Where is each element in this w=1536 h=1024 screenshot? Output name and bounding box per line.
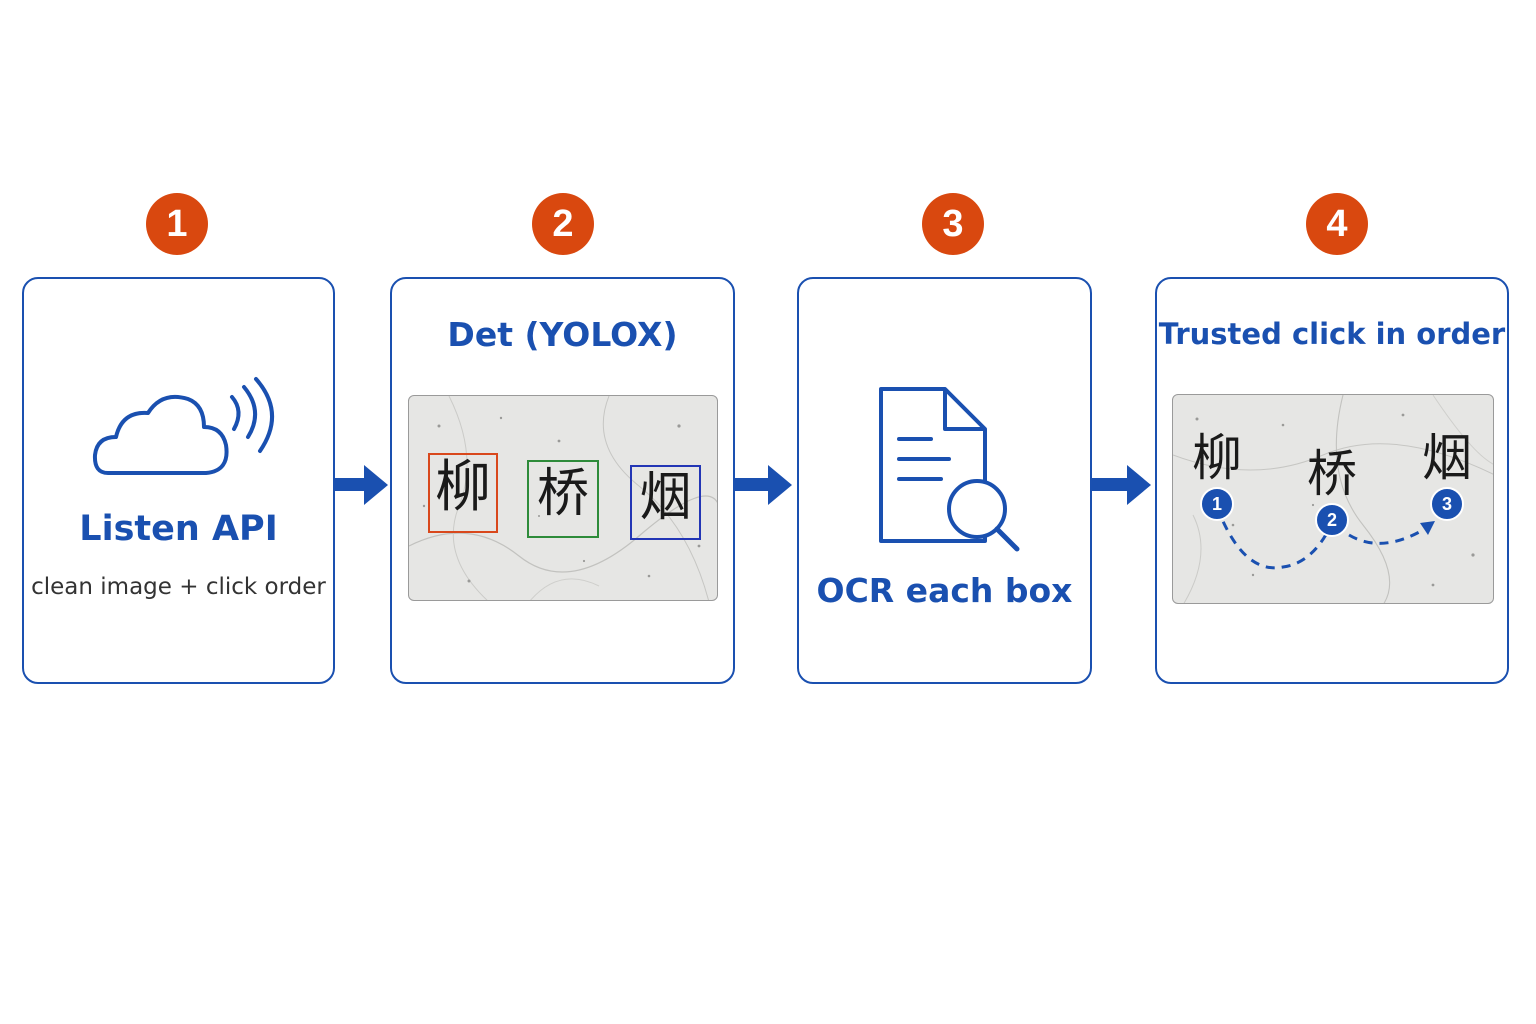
step-2-title: Det (YOLOX) [447, 315, 678, 354]
step-3-title: OCR each box [816, 571, 1073, 610]
click-char-3: 烟 [1422, 429, 1472, 487]
click-order-3: 3 [1430, 487, 1464, 521]
cloud-signal-icon [92, 377, 274, 475]
detected-char-2: 桥 [536, 464, 589, 524]
step-4-title: Trusted click in order [1158, 317, 1506, 351]
detection-image: 柳 桥 烟 [408, 395, 718, 601]
stone-texture [409, 396, 717, 600]
click-char-2: 桥 [1307, 445, 1357, 503]
step-4-card: Trusted click in order 柳 桥 烟 1 2 3 [1155, 277, 1509, 684]
click-char-1: 柳 [1192, 429, 1242, 487]
detection-box-2 [527, 460, 599, 538]
step-3-card: OCR each box [797, 277, 1092, 684]
detection-box-3 [630, 465, 701, 540]
step-4-badge: 4 [1306, 193, 1368, 255]
detected-char-3: 烟 [639, 468, 692, 528]
detection-box-1 [428, 453, 498, 533]
step-3-badge: 3 [922, 193, 984, 255]
click-order-2: 2 [1315, 503, 1349, 537]
step-2-card: Det (YOLOX) 柳 桥 烟 [390, 277, 735, 684]
step-1-card: Listen API clean image + click order [22, 277, 335, 684]
detected-char-1: 柳 [435, 455, 491, 520]
click-order-1: 1 [1200, 487, 1234, 521]
click-order-image: 柳 桥 烟 1 2 3 [1172, 394, 1494, 604]
arrow-right-icon [1091, 465, 1151, 505]
arrow-right-icon [734, 465, 792, 505]
step-1-title: Listen API [79, 509, 278, 549]
step-1-subtitle: clean image + click order [31, 574, 326, 600]
stone-texture [1173, 395, 1493, 603]
arrow-right-icon [334, 465, 388, 505]
step-2-badge: 2 [532, 193, 594, 255]
step-1-badge: 1 [146, 193, 208, 255]
document-search-icon [879, 387, 1020, 552]
